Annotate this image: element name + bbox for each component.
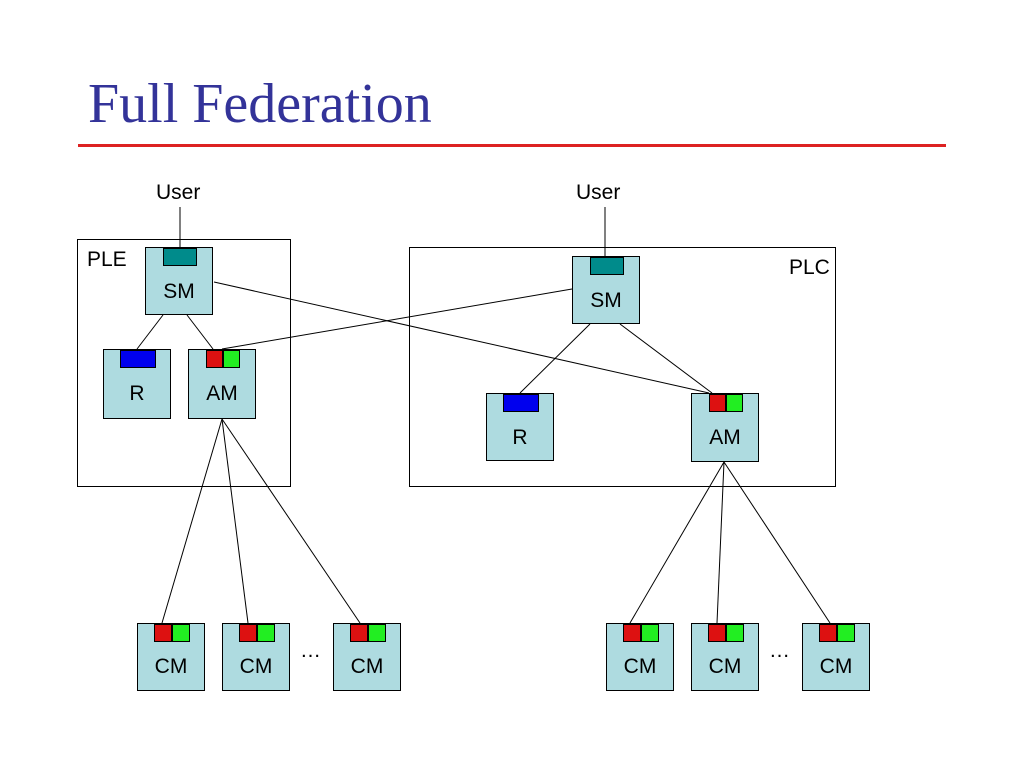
plc-cm3-tag-red <box>819 624 837 642</box>
ple-r-label: R <box>129 382 145 405</box>
user-label-right: User <box>576 181 621 204</box>
plc-am-tag-red <box>709 394 726 412</box>
ple-am-tag-green <box>223 350 240 368</box>
link-ple-am-cm1 <box>161 418 223 624</box>
ple-sm-node: SM <box>145 247 213 315</box>
ple-cm2-label: CM <box>239 655 273 678</box>
plc-cm2-tag-green <box>726 624 744 642</box>
ple-am-tag-red <box>206 350 223 368</box>
plc-cm1-tag-red <box>623 624 641 642</box>
link-ple-am-cm2 <box>221 418 249 624</box>
ple-cm1-tag-red <box>154 624 172 642</box>
user-label-left: User <box>156 181 201 204</box>
link-ple-sm-am <box>186 314 214 350</box>
link-plc-am-cm2 <box>716 461 725 624</box>
plc-r-node: R <box>486 393 554 461</box>
link-plc-am-cm1 <box>629 461 725 624</box>
plc-am-label: AM <box>709 426 741 449</box>
page-title: Full Federation <box>88 73 432 135</box>
ple-cm2-tag-green <box>257 624 275 642</box>
plc-cm-ellipsis: … <box>769 639 790 662</box>
plc-am-node: AM <box>691 393 759 462</box>
link-ple-sm-plc-am <box>213 281 710 394</box>
plc-cm3-label: CM <box>819 655 853 678</box>
ple-sm-tag <box>163 248 197 266</box>
plc-sm-tag <box>590 257 624 275</box>
region-label-ple: PLE <box>87 248 127 271</box>
link-plc-am-cm3 <box>723 461 831 624</box>
link-plc-sm-am <box>619 323 713 394</box>
ple-cm3-tag-red <box>350 624 368 642</box>
plc-cm-node-2: CM <box>691 623 759 691</box>
ple-sm-label: SM <box>163 280 195 303</box>
plc-r-tag <box>503 394 539 412</box>
region-label-plc: PLC <box>789 256 830 279</box>
ple-r-node: R <box>103 349 171 419</box>
ple-am-label: AM <box>206 382 238 405</box>
plc-am-tag-green <box>726 394 743 412</box>
ple-cm-node-1: CM <box>137 623 205 691</box>
link-plc-sm-ple-am <box>221 288 573 350</box>
ple-cm-node-3: CM <box>333 623 401 691</box>
link-ple-am-cm3 <box>221 418 361 624</box>
title-divider <box>78 144 946 147</box>
plc-cm2-tag-red <box>708 624 726 642</box>
ple-cm2-tag-red <box>239 624 257 642</box>
plc-sm-label: SM <box>590 289 622 312</box>
ple-r-tag <box>120 350 156 368</box>
ple-cm3-tag-green <box>368 624 386 642</box>
link-ple-sm-r <box>136 314 164 350</box>
ple-am-node: AM <box>188 349 256 419</box>
ple-cm1-tag-green <box>172 624 190 642</box>
plc-cm-node-1: CM <box>606 623 674 691</box>
link-plc-sm-r <box>519 323 591 394</box>
plc-cm1-label: CM <box>623 655 657 678</box>
plc-r-label: R <box>512 426 528 449</box>
ple-cm1-label: CM <box>154 655 188 678</box>
ple-cm-node-2: CM <box>222 623 290 691</box>
ple-cm-ellipsis: … <box>300 639 321 662</box>
plc-sm-node: SM <box>572 256 640 324</box>
plc-cm-node-3: CM <box>802 623 870 691</box>
plc-cm3-tag-green <box>837 624 855 642</box>
plc-cm1-tag-green <box>641 624 659 642</box>
ple-cm3-label: CM <box>350 655 384 678</box>
plc-cm2-label: CM <box>708 655 742 678</box>
